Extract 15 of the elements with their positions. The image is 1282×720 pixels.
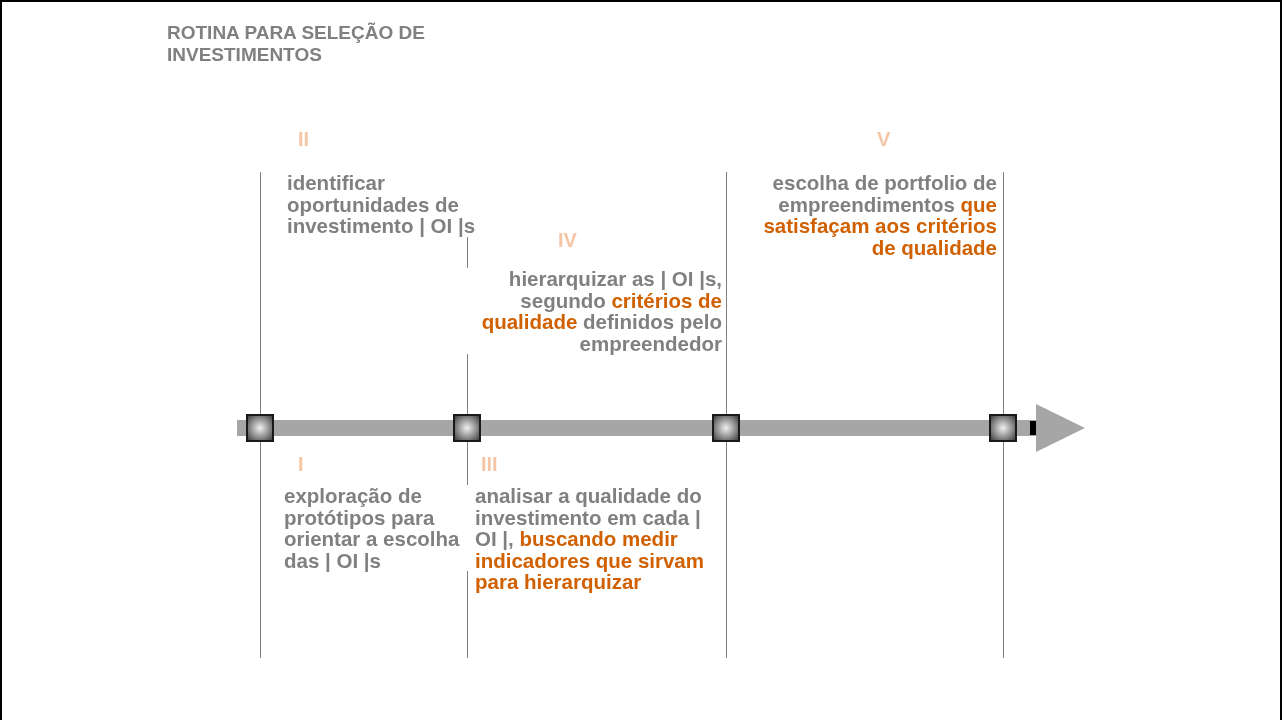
timeline-bar [740,420,989,436]
timeline-bar [481,420,712,436]
step-number: I [298,453,304,475]
timeline-marker [989,414,1017,442]
step-description: exploração de protótipos para orientar a escolha das | OI |s [284,485,469,571]
timeline-marker [712,414,740,442]
timeline-marker [246,414,274,442]
timeline-marker [453,414,481,442]
timeline-bar [274,420,453,436]
step-number: V [877,128,891,150]
timeline-arrow [1017,404,1085,452]
step-number: III [481,453,498,475]
step-number: II [298,128,310,150]
step-number: IV [558,229,577,251]
diagram-title: ROTINA PARA SELEÇÃO DE INVESTIMENTOS [167,22,426,66]
